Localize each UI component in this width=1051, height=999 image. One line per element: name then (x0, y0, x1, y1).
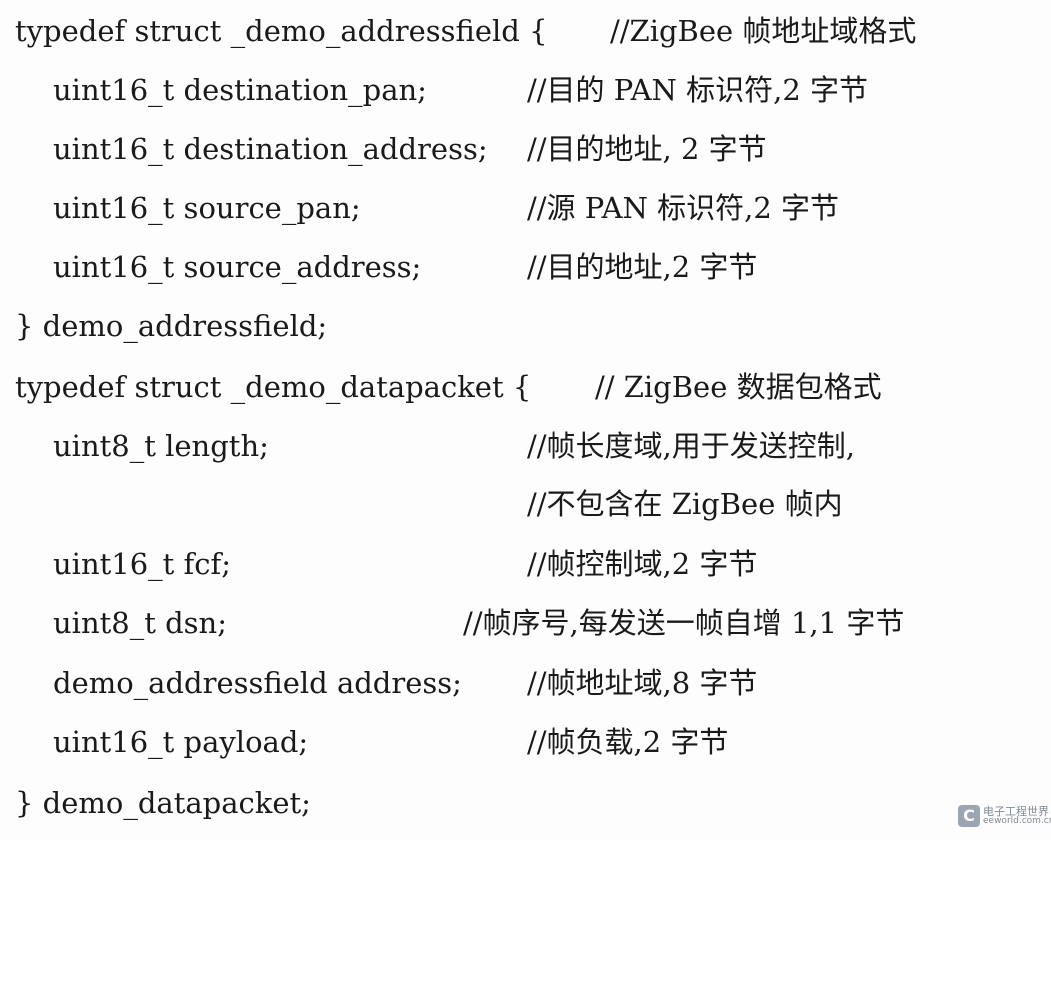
comment-text: //ZigBee 帧地址域格式 (610, 14, 917, 48)
code-text: typedef struct _demo_addressfield { (15, 14, 548, 48)
comment-text: //帧控制域,2 字节 (527, 547, 758, 581)
code-line: uint16_t destination_pan; //目的 PAN 标识符,2… (0, 62, 868, 118)
comment-text: // ZigBee 数据包格式 (595, 370, 882, 404)
eeworld-watermark: C 电子工程世界 eeworld.com.cn (958, 803, 1051, 835)
code-line: uint16_t destination_address; //目的地址, 2 … (0, 121, 767, 177)
code-line: typedef struct _demo_datapacket { // Zig… (0, 359, 882, 415)
code-text: } demo_datapacket; (15, 786, 311, 820)
watermark-title: 电子工程世界 (983, 805, 1049, 818)
code-line: uint16_t source_pan; //源 PAN 标识符,2 字节 (0, 180, 839, 236)
comment-text: //目的 PAN 标识符,2 字节 (527, 73, 869, 107)
code-text: uint16_t payload; (53, 725, 309, 759)
comment-text: //源 PAN 标识符,2 字节 (527, 191, 840, 225)
comment-text: //目的地址,2 字节 (527, 250, 758, 284)
comment-text: //帧负载,2 字节 (527, 725, 729, 759)
code-line: } demo_addressfield; (0, 298, 327, 354)
eeworld-logo: C (958, 805, 980, 827)
watermark-url: eeworld.com.cn (983, 816, 1051, 826)
code-text: uint16_t source_pan; (53, 191, 361, 225)
code-text: uint8_t dsn; (53, 606, 227, 640)
comment-text: //帧序号,每发送一帧自增 1,1 字节 (463, 606, 905, 640)
code-text: uint16_t source_address; (53, 250, 422, 284)
code-text: uint16_t fcf; (53, 547, 232, 581)
code-text: demo_addressfield address; (53, 666, 462, 700)
comment-text: //帧地址域,8 字节 (527, 666, 758, 700)
comment-text: //帧长度域,用于发送控制, (527, 429, 855, 463)
code-listing: typedef struct _demo_addressfield { //Zi… (0, 3, 1051, 835)
code-line: uint16_t source_address; //目的地址,2 字节 (0, 239, 757, 295)
comment-text: //目的地址, 2 字节 (527, 132, 767, 166)
code-line: uint8_t dsn; //帧序号,每发送一帧自增 1,1 字节 (0, 595, 904, 651)
code-line: uint16_t payload; //帧负载,2 字节 (0, 714, 728, 770)
code-line: //不包含在 ZigBee 帧内 (0, 476, 843, 532)
code-text: uint16_t destination_address; (53, 132, 488, 166)
code-line: demo_addressfield address; //帧地址域,8 字节 (0, 655, 757, 711)
code-text: uint8_t length; (53, 429, 269, 463)
code-line: uint8_t length; //帧长度域,用于发送控制, (0, 418, 855, 474)
code-text: } demo_addressfield; (15, 309, 328, 343)
code-text: uint16_t destination_pan; (53, 73, 427, 107)
code-line: } demo_datapacket; (0, 775, 311, 831)
code-text: typedef struct _demo_datapacket { (15, 370, 532, 404)
code-line: uint16_t fcf; //帧控制域,2 字节 (0, 536, 757, 592)
comment-text: //不包含在 ZigBee 帧内 (527, 487, 843, 521)
code-line: typedef struct _demo_addressfield { //Zi… (0, 3, 916, 59)
